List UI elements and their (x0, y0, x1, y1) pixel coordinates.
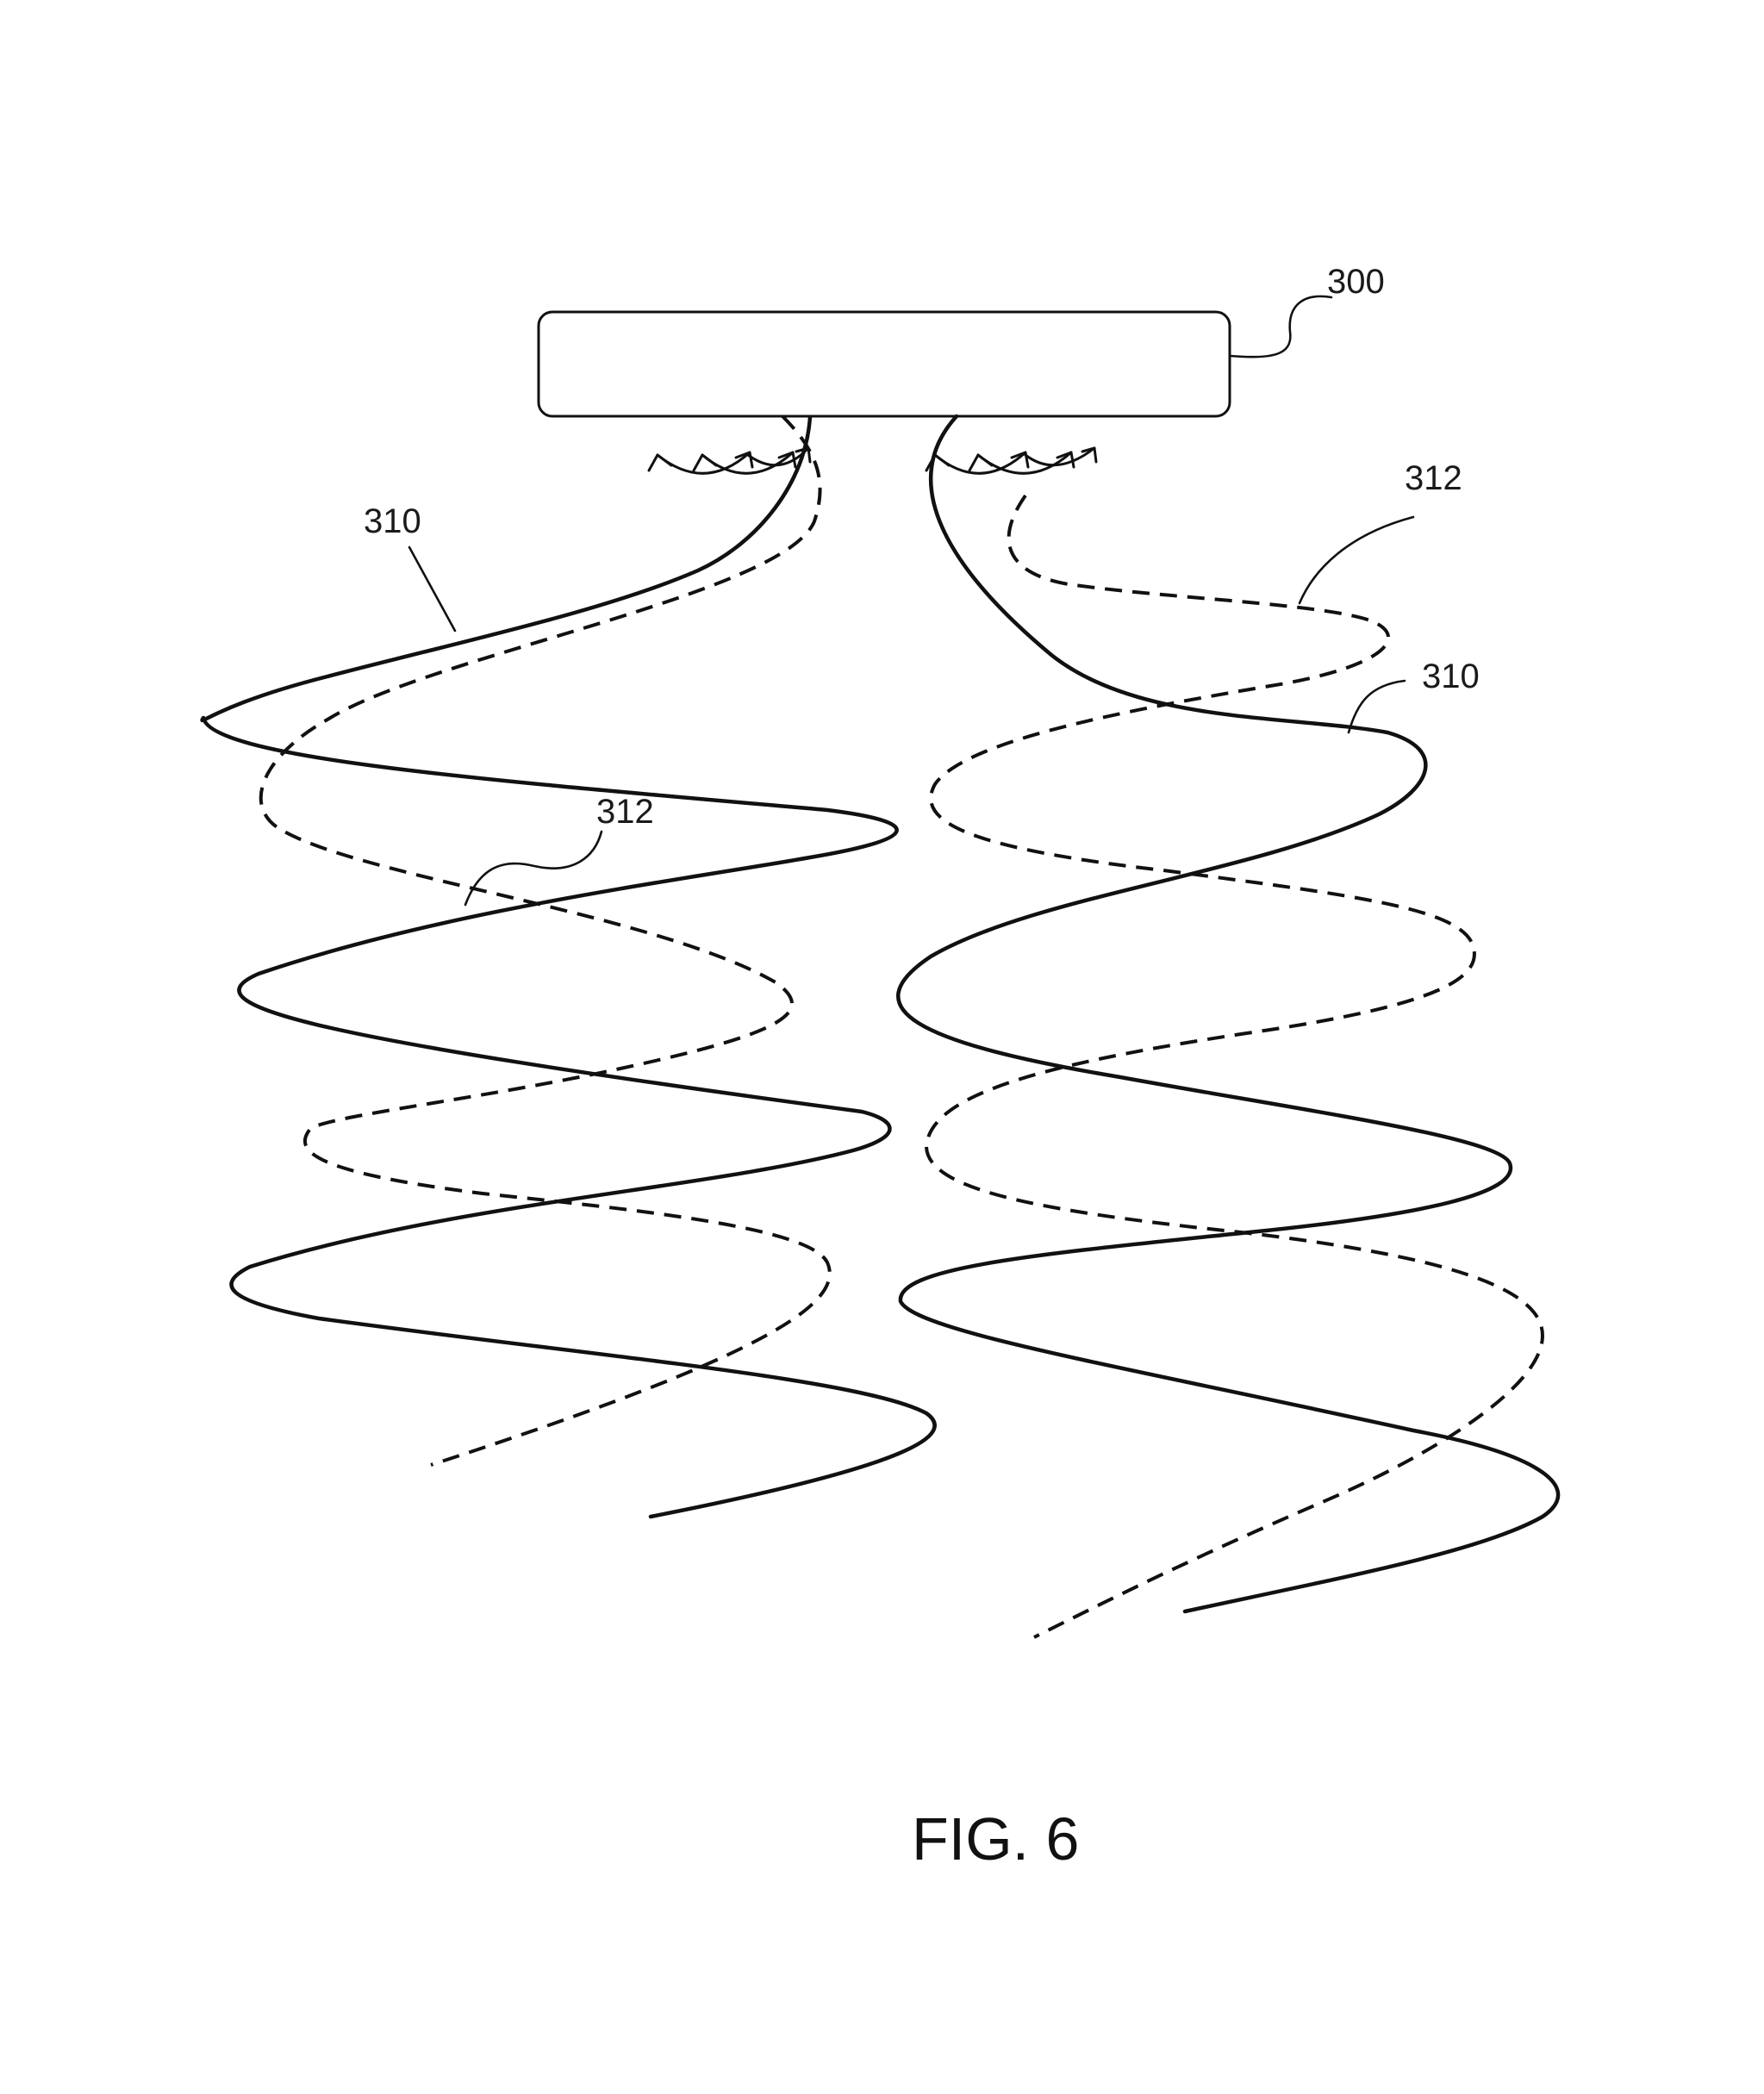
label-312-left: 312 (596, 793, 654, 831)
left-solid-helix-310 (200, 414, 937, 1519)
left-dashed-helix-312 (259, 414, 832, 1467)
label-310-left: 310 (364, 502, 421, 540)
label-312-right: 312 (1405, 459, 1462, 497)
label-310-right: 310 (1422, 657, 1480, 695)
leader-300 (1229, 295, 1333, 358)
label-300: 300 (1327, 263, 1385, 301)
leader-310-right (1347, 679, 1406, 734)
figure-caption: FIG. 6 (912, 1805, 1079, 1873)
leader-312-left (464, 830, 603, 907)
right-dashed-helix-312 (924, 494, 1545, 1639)
leader-310-left (408, 545, 457, 633)
leader-312-right (1298, 515, 1415, 605)
rotation-arrows-right (925, 446, 1098, 475)
device-300-body (537, 310, 1231, 418)
rotation-arrows-left (647, 446, 812, 475)
